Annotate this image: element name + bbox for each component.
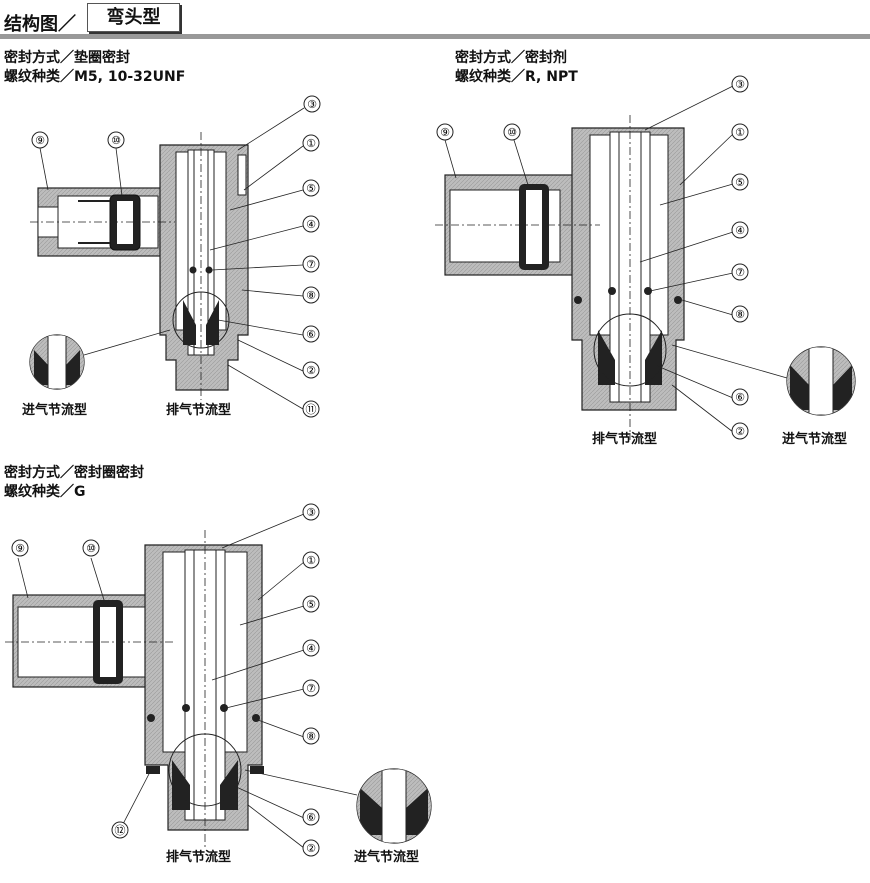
callout-number: ④ — [735, 224, 745, 237]
diagram-g — [5, 513, 432, 850]
callout-7: ⑦ — [302, 255, 320, 273]
callout-10: ⑩ — [107, 131, 125, 149]
callout-1: ① — [302, 551, 320, 569]
callout-number: ⑦ — [306, 258, 316, 271]
callout-9: ⑨ — [11, 539, 29, 557]
spec-block-2: 密封方式／密封剂 螺纹种类／R, NPT — [455, 49, 578, 87]
callout-3: ③ — [302, 503, 320, 521]
thread-type-label: 螺纹种类／M5, 10-32UNF — [4, 69, 186, 85]
callout-5: ⑤ — [302, 595, 320, 613]
spec-block-3: 密封方式／密封圈密封 螺纹种类／G — [4, 464, 144, 502]
callout-10: ⑩ — [503, 123, 521, 141]
callout-4: ④ — [302, 639, 320, 657]
callout-number: ⑥ — [306, 328, 316, 341]
callout-number: ⑨ — [35, 134, 45, 147]
callout-6: ⑥ — [731, 388, 749, 406]
caption-meter-out: 排气节流型 — [166, 850, 232, 865]
part-callouts: ⑨ ⑩ ③ ① ⑤ ④ ⑦ ⑧ ⑥ ② ⑪ ⑨ ⑩ ③ ① ⑤ ④ ⑦ ⑧ ⑥ … — [11, 75, 749, 857]
callout-6: ⑥ — [302, 325, 320, 343]
callout-number: ② — [306, 364, 316, 377]
callout-7: ⑦ — [302, 679, 320, 697]
callout-number: ⑤ — [306, 598, 316, 611]
callout-2: ② — [302, 839, 320, 857]
callout-number: ⑩ — [86, 542, 96, 555]
callout-number: ⑤ — [306, 182, 316, 195]
callout-7: ⑦ — [731, 263, 749, 281]
callout-4: ④ — [302, 215, 320, 233]
callout-number: ⑧ — [735, 308, 745, 321]
thread-type-label: 螺纹种类／G — [4, 484, 86, 500]
callout-number: ⑨ — [15, 542, 25, 555]
caption-meter-out: 排气节流型 — [592, 432, 658, 447]
callout-number: ⑧ — [306, 730, 316, 743]
seal-method-label: 密封方式／密封剂 — [455, 50, 567, 66]
callout-9: ⑨ — [436, 123, 454, 141]
type-tab: 弯头型 — [87, 3, 180, 32]
callout-9: ⑨ — [31, 131, 49, 149]
caption-meter-out: 排气节流型 — [166, 403, 232, 418]
caption-meter-in: 进气节流型 — [782, 432, 848, 447]
callout-number: ⑥ — [306, 811, 316, 824]
seal-method-label: 密封方式／垫圈密封 — [4, 50, 130, 66]
callout-number: ④ — [306, 218, 316, 231]
callout-5: ⑤ — [731, 173, 749, 191]
spec-block-1: 密封方式／垫圈密封 螺纹种类／M5, 10-32UNF — [4, 49, 185, 87]
header: 结构图／ 弯头型 — [0, 0, 870, 44]
callout-1: ① — [302, 134, 320, 152]
callout-number: ⑦ — [306, 682, 316, 695]
caption-meter-in: 进气节流型 — [354, 850, 420, 865]
callout-3: ③ — [303, 95, 321, 113]
callout-number: ① — [735, 126, 745, 139]
callout-number: ② — [735, 425, 745, 438]
callout-8: ⑧ — [731, 305, 749, 323]
callout-4: ④ — [731, 221, 749, 239]
callout-3: ③ — [731, 75, 749, 93]
diagram-r-npt — [435, 85, 856, 440]
callout-10: ⑩ — [82, 539, 100, 557]
callout-number: ③ — [306, 506, 316, 519]
callout-number: ④ — [306, 642, 316, 655]
section-title: 结构图／ — [4, 14, 76, 35]
callout-number: ⑪ — [306, 403, 317, 416]
callout-8: ⑧ — [302, 727, 320, 745]
callout-11: ⑪ — [302, 400, 320, 418]
callout-number: ⑫ — [115, 824, 126, 837]
callout-number: ② — [306, 842, 316, 855]
callout-number: ③ — [735, 78, 745, 91]
callout-2: ② — [302, 361, 320, 379]
diagram-m5 — [29, 107, 305, 410]
callout-5: ⑤ — [302, 179, 320, 197]
callout-number: ① — [306, 137, 316, 150]
callout-number: ⑦ — [735, 266, 745, 279]
callout-number: ⑥ — [735, 391, 745, 404]
callout-number: ① — [306, 554, 316, 567]
callout-8: ⑧ — [302, 286, 320, 304]
caption-meter-in: 进气节流型 — [22, 403, 88, 418]
callout-number: ⑩ — [111, 134, 121, 147]
callout-number: ⑩ — [507, 126, 517, 139]
header-rule — [0, 34, 870, 39]
seal-method-label: 密封方式／密封圈密封 — [4, 465, 144, 481]
callout-12: ⑫ — [111, 821, 129, 839]
thread-type-label: 螺纹种类／R, NPT — [455, 69, 578, 85]
callout-number: ⑨ — [440, 126, 450, 139]
callout-number: ③ — [307, 98, 317, 111]
callout-1: ① — [731, 123, 749, 141]
callout-6: ⑥ — [302, 808, 320, 826]
callout-2: ② — [731, 422, 749, 440]
callout-number: ⑤ — [735, 176, 745, 189]
callout-number: ⑧ — [306, 289, 316, 302]
